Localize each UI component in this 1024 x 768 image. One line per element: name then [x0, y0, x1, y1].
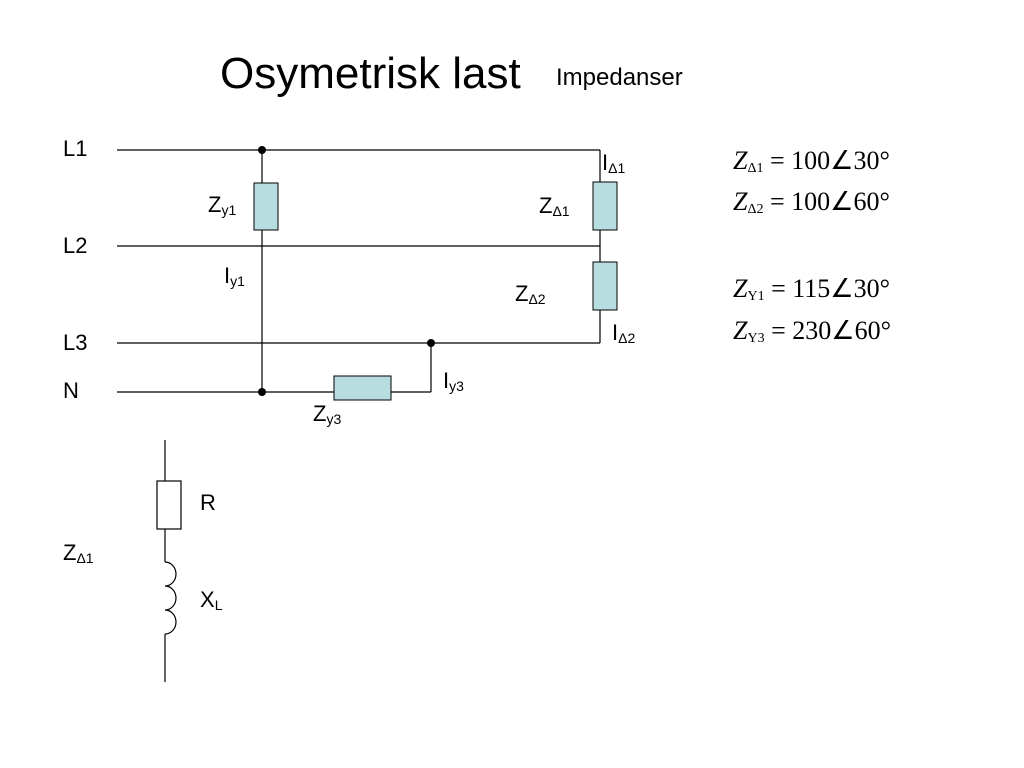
resistor-zy1: [253, 182, 279, 231]
label-r: R: [200, 490, 216, 515]
line-label-l3: L3: [63, 330, 88, 355]
label-zy3: Zy3: [313, 401, 342, 427]
detail-resistor-r: [156, 480, 182, 530]
line-label-l2: L2: [63, 233, 88, 258]
line-label-l1: L1: [63, 136, 88, 161]
label-id1: IΔ1: [602, 150, 626, 176]
detail-inductor-xl: [164, 561, 177, 635]
resistor-zy3: [333, 375, 392, 401]
label-iy3: Iy3: [443, 368, 464, 394]
label-zy1: Zy1: [208, 192, 237, 218]
label-zd2: ZΔ2: [515, 281, 546, 307]
resistor-zd1: [592, 181, 618, 231]
junction-dot-l1: [258, 146, 266, 154]
label-id2: IΔ2: [612, 320, 636, 346]
page-subtitle: Impedanser: [556, 64, 683, 91]
junction-dot-l3: [427, 339, 435, 347]
resistor-zd2: [592, 261, 618, 311]
equation-zd2: ZΔ2 = 100∠60°: [733, 187, 890, 217]
equation-zd1: ZΔ1 = 100∠30°: [733, 146, 890, 176]
label-xl: XL: [200, 587, 223, 613]
line-label-n: N: [63, 378, 79, 403]
label-zd1: ZΔ1: [539, 193, 570, 219]
label-iy1: Iy1: [224, 263, 245, 289]
equation-zy3: ZY3 = 230∠60°: [733, 316, 891, 346]
junction-dot-n: [258, 388, 266, 396]
equation-zy1: ZY1 = 115∠30°: [733, 274, 890, 304]
label-detail-z: ZΔ1: [63, 540, 94, 566]
page-title: Osymetrisk last: [220, 49, 521, 98]
